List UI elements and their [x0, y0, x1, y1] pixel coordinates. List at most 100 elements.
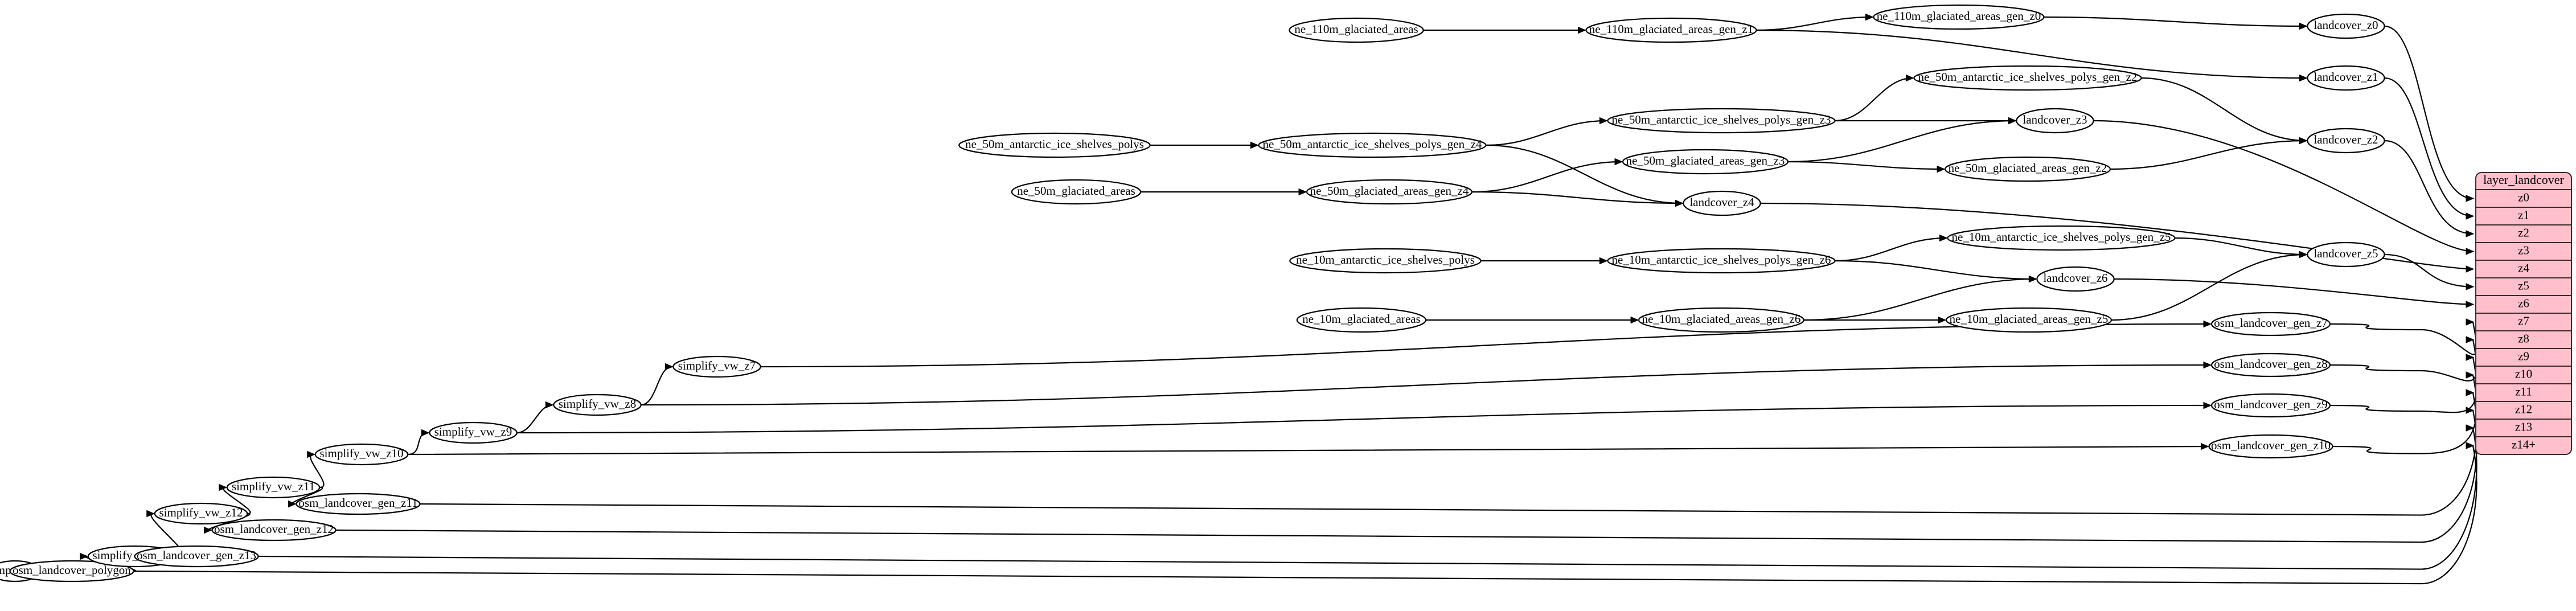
node-ellipse[interactable]	[1289, 248, 1482, 274]
node-ellipse[interactable]	[2036, 266, 2115, 292]
node-ellipse[interactable]	[1622, 149, 1789, 175]
graph-node[interactable]: landcover_z3	[2016, 108, 2094, 134]
graph-node[interactable]: osm_landcover_gen_z10	[2208, 434, 2333, 459]
node-ellipse[interactable]	[1585, 17, 1757, 43]
graph-node[interactable]: ne_50m_antarctic_ice_shelves_polys_gen_z…	[1258, 132, 1487, 158]
graph-node[interactable]: osm_landcover_gen_z7	[2210, 311, 2331, 337]
graph-node[interactable]: ne_10m_glaciated_areas_gen_z6	[1638, 307, 1805, 333]
node-label: ne_50m_glaciated_areas	[1017, 184, 1135, 198]
graph-node[interactable]: landcover_z2	[2307, 128, 2385, 154]
graph-node[interactable]: simplify_vw_z12	[154, 502, 248, 525]
node-ellipse[interactable]	[1944, 156, 2111, 182]
node-ellipse[interactable]	[2307, 65, 2385, 91]
node-ellipse[interactable]	[1913, 65, 2142, 91]
node-ellipse[interactable]	[1607, 108, 1836, 134]
graph-node[interactable]: ne_10m_antarctic_ice_shelves_polys	[1289, 248, 1482, 274]
edge-arrowhead	[307, 450, 316, 458]
table-row[interactable]	[2475, 330, 2572, 349]
node-ellipse[interactable]	[1306, 179, 1473, 205]
node-ellipse[interactable]	[958, 132, 1151, 158]
graph-edge	[2093, 120, 2474, 252]
graph-node[interactable]: ne_110m_glaciated_areas_gen_z1	[1585, 17, 1757, 43]
graph-edge	[516, 404, 2211, 434]
node-ellipse[interactable]	[429, 421, 518, 444]
node-label: landcover_z3	[2023, 113, 2087, 126]
node-label: ne_10m_antarctic_ice_shelves_polys_gen_z…	[1952, 230, 2171, 244]
node-ellipse[interactable]	[2016, 108, 2094, 134]
graph-node[interactable]: landcover_z6	[2036, 266, 2115, 292]
edge-arrowhead	[1865, 13, 1874, 21]
table-row[interactable]	[2475, 277, 2572, 296]
graph-node[interactable]: ne_50m_glaciated_areas_gen_z3	[1622, 149, 1789, 175]
graph-node[interactable]: ne_50m_glaciated_areas_gen_z2	[1944, 156, 2111, 182]
node-ellipse[interactable]	[2307, 241, 2385, 268]
edge-arrowhead	[1938, 316, 1947, 324]
graph-node[interactable]: ne_50m_glaciated_areas_gen_z4	[1306, 179, 1473, 205]
graph-node[interactable]: osm_landcover_gen_z12	[211, 519, 337, 542]
node-ellipse[interactable]	[154, 502, 248, 525]
node-ellipse[interactable]	[226, 476, 321, 499]
graph-node[interactable]: landcover_z1	[2307, 65, 2385, 91]
node-ellipse[interactable]	[211, 519, 337, 542]
graph-node[interactable]: landcover_z5	[2307, 241, 2385, 268]
node-ellipse[interactable]	[672, 355, 761, 378]
graph-node[interactable]: ne_10m_glaciated_areas_gen_z5	[1945, 307, 2113, 333]
node-ellipse[interactable]	[1638, 307, 1805, 333]
graph-node[interactable]: simplify_vw_z8	[553, 393, 642, 416]
node-ellipse[interactable]	[1873, 4, 2045, 30]
graph-node[interactable]: ne_50m_antarctic_ice_shelves_polys_gen_z…	[1607, 108, 1836, 134]
graph-node[interactable]: ne_50m_antarctic_ice_shelves_polys	[958, 132, 1151, 158]
graph-node[interactable]: ne_110m_glaciated_areas	[1289, 17, 1424, 43]
node-ellipse[interactable]	[1258, 132, 1487, 158]
table-row-label: z9	[2518, 349, 2529, 363]
graph-node[interactable]: ne_50m_glaciated_areas	[1011, 179, 1142, 205]
graph-edge	[2329, 339, 2477, 382]
node-ellipse[interactable]	[9, 560, 134, 583]
graph-node[interactable]: landcover_z0	[2307, 13, 2385, 39]
node-ellipse[interactable]	[2210, 311, 2331, 337]
node-ellipse[interactable]	[1607, 248, 1836, 274]
table-row[interactable]	[2475, 436, 2572, 455]
node-ellipse[interactable]	[296, 493, 421, 515]
node-ellipse[interactable]	[2210, 352, 2331, 378]
node-ellipse[interactable]	[2307, 13, 2385, 39]
node-ellipse[interactable]	[2307, 128, 2385, 154]
node-ellipse[interactable]	[1945, 307, 2113, 333]
table-row[interactable]	[2475, 207, 2572, 225]
node-ellipse[interactable]	[2210, 393, 2331, 418]
node-ellipse[interactable]	[1947, 225, 2176, 251]
graph-node[interactable]: osm_landcover_gen_z13	[134, 545, 259, 568]
table-row[interactable]	[2475, 189, 2572, 208]
node-ellipse[interactable]	[553, 393, 642, 416]
graph-node[interactable]: ne_10m_antarctic_ice_shelves_polys_gen_z…	[1947, 225, 2176, 251]
graph-node[interactable]: landcover_z4	[1683, 190, 1761, 216]
graph-node[interactable]: ne_50m_antarctic_ice_shelves_polys_gen_z…	[1913, 65, 2142, 91]
table-row-label: z2	[2518, 225, 2529, 239]
graph-edge	[335, 410, 2477, 543]
graph-node[interactable]: ne_110m_glaciated_areas_gen_z0	[1873, 4, 2045, 30]
edge-arrowhead	[80, 552, 89, 560]
table-row[interactable]	[2475, 401, 2572, 420]
node-ellipse[interactable]	[1296, 307, 1427, 333]
graph-node[interactable]: simplify_vw_z9	[429, 421, 518, 444]
graph-node[interactable]: simplify_vw_z11	[226, 476, 321, 499]
table-row[interactable]	[2475, 313, 2572, 331]
node-ellipse[interactable]	[314, 443, 409, 466]
graph-node[interactable]: simplify_vw_z10	[314, 443, 409, 466]
node-ellipse[interactable]	[1683, 190, 1761, 216]
graph-edge	[2329, 357, 2477, 413]
graph-node[interactable]: osm_landcover_gen_z9	[2210, 393, 2331, 418]
node-ellipse[interactable]	[134, 545, 259, 568]
edge-arrowhead	[2203, 320, 2212, 328]
node-label: landcover_z2	[2314, 133, 2378, 146]
table-row[interactable]	[2475, 295, 2572, 314]
node-ellipse[interactable]	[1289, 17, 1424, 43]
graph-node[interactable]: simplify_vw_z7	[672, 355, 761, 378]
node-ellipse[interactable]	[2208, 434, 2333, 459]
edge-arrowhead	[1614, 158, 1623, 166]
node-ellipse[interactable]	[1011, 179, 1142, 205]
graph-node[interactable]: osm_landcover_gen_z11	[296, 493, 421, 515]
graph-node[interactable]: ne_10m_glaciated_areas	[1296, 307, 1427, 333]
graph-node[interactable]: osm_landcover_gen_z8	[2210, 352, 2331, 378]
graph-node[interactable]: ne_10m_antarctic_ice_shelves_polys_gen_z…	[1607, 248, 1836, 274]
